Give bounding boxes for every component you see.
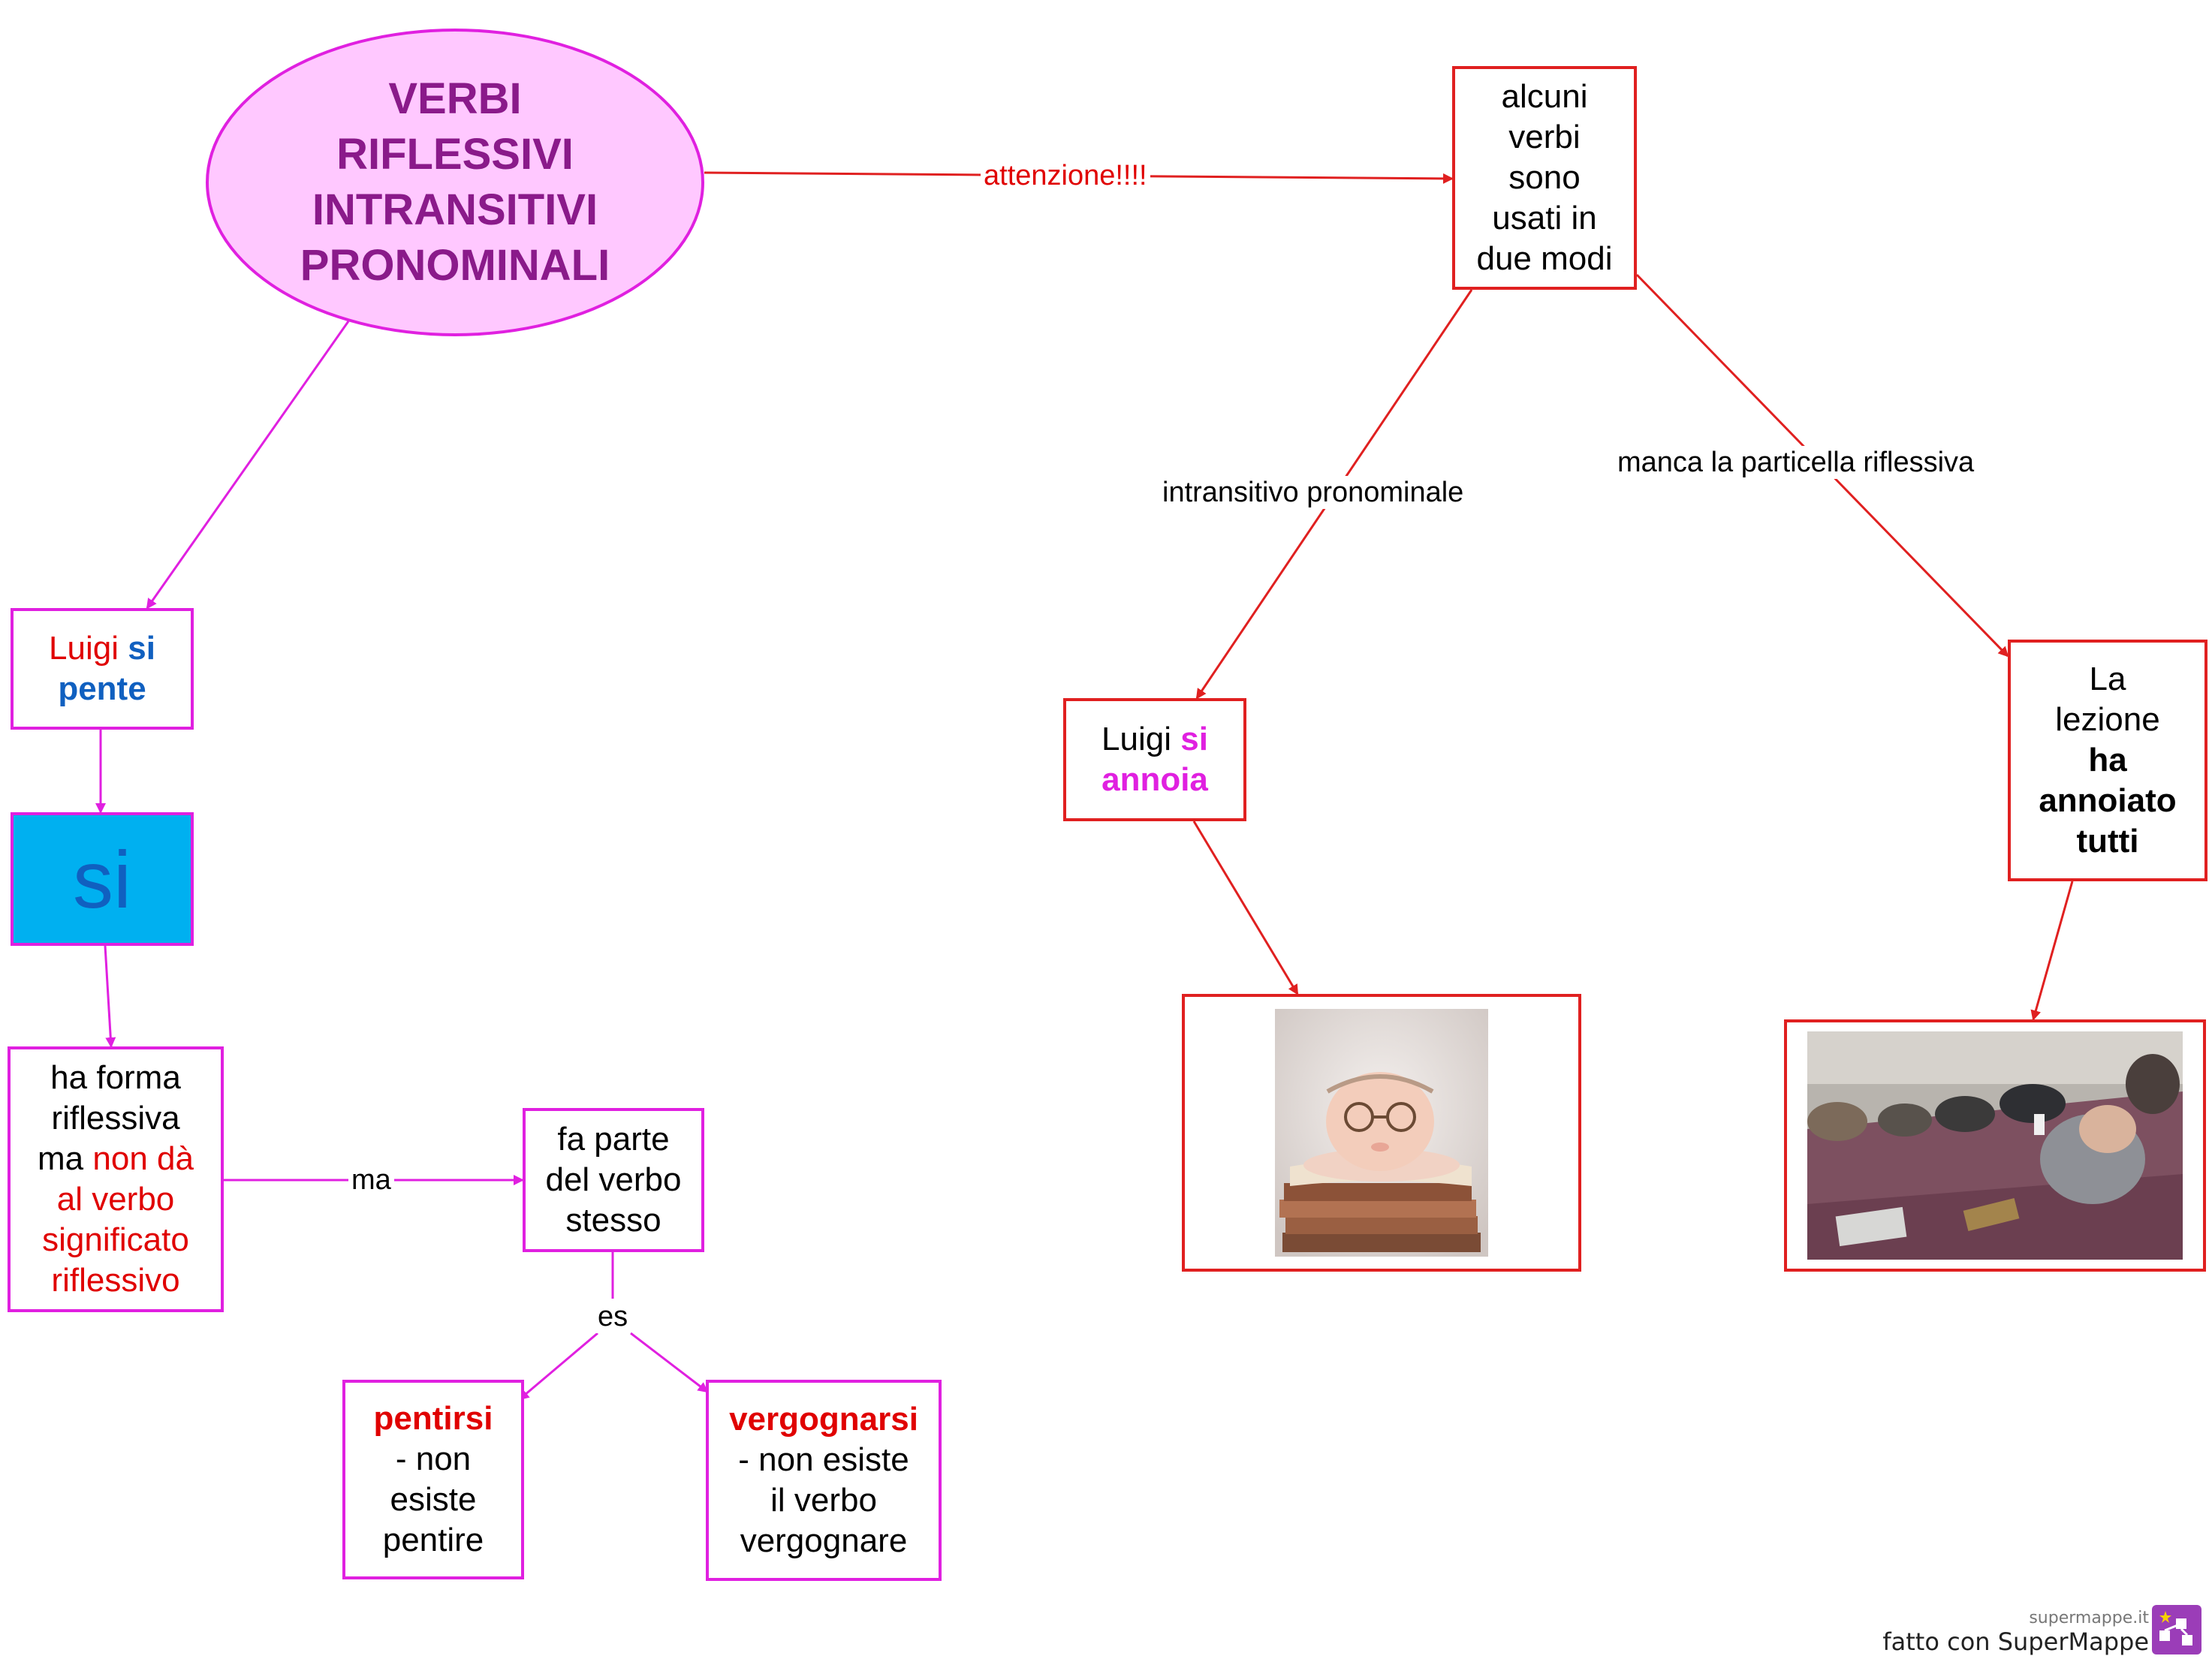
node-si[interactable]: si xyxy=(11,812,194,946)
vergognarsi-line-1: vergognarsi xyxy=(729,1401,918,1438)
node-pentirsi[interactable]: pentirsi - non esiste pentire xyxy=(342,1380,524,1579)
brand-made-with: fatto con SuperMappe xyxy=(1882,1627,2149,1656)
forma-ma: ma xyxy=(38,1140,84,1177)
forma-line-5: significato xyxy=(42,1221,189,1258)
link-title-luigi xyxy=(146,321,350,610)
supermappe-logo-icon[interactable] xyxy=(2152,1605,2201,1654)
modi-line-2: verbi xyxy=(1508,119,1581,155)
node-lezione[interactable]: La lezione ha annoiato tutti xyxy=(2008,640,2207,881)
link-si-forma xyxy=(104,945,116,1048)
si-big-text: si xyxy=(73,833,131,925)
link-annoia-img xyxy=(1192,820,1299,995)
link-es-pentirsi xyxy=(518,1332,598,1401)
lezione-line-1: La xyxy=(2089,661,2126,697)
title-line-2: RIFLESSIVI xyxy=(336,130,574,179)
forma-line-3: ma non dà xyxy=(38,1139,194,1179)
annoia-si: si xyxy=(1180,721,1208,757)
node-vergognarsi[interactable]: vergognarsi - non esiste il verbo vergog… xyxy=(706,1380,942,1581)
vergognarsi-line-4: vergognare xyxy=(740,1522,908,1559)
title-ellipse[interactable]: VERBI RIFLESSIVI INTRANSITIVI PRONOMINAL… xyxy=(206,29,704,336)
node-image-baby[interactable] xyxy=(1182,994,1581,1272)
parte-line-3: stesso xyxy=(565,1202,661,1239)
modi-line-3: sono xyxy=(1508,159,1581,196)
branding: supermappe.it fatto con SuperMappe xyxy=(1882,1609,2149,1656)
forma-non-da: non dà xyxy=(92,1140,194,1177)
forma-line-1: ha forma xyxy=(50,1059,181,1096)
lezione-line-2: lezione xyxy=(2055,701,2160,738)
link-es-vergognarsi xyxy=(630,1332,709,1393)
link-label-es: es xyxy=(595,1300,631,1333)
baby-books-image xyxy=(1275,1009,1488,1257)
vergognarsi-line-3: il verbo xyxy=(770,1482,877,1519)
text-pente: pente xyxy=(58,670,146,707)
annoia-annoia: annoia xyxy=(1101,761,1208,798)
parte-line-2: del verbo xyxy=(545,1161,682,1198)
lezione-line-4: annoiato xyxy=(2039,782,2177,819)
forma-line-4: al verbo xyxy=(56,1181,175,1218)
node-due-modi[interactable]: alcuni verbi sono usati in due modi xyxy=(1452,66,1637,290)
lezione-line-5: tutti xyxy=(2076,823,2139,860)
parte-line-1: fa parte xyxy=(557,1121,670,1158)
node-image-students[interactable] xyxy=(1784,1019,2206,1272)
node-fa-parte[interactable]: fa parte del verbo stesso xyxy=(523,1108,704,1252)
lezione-line-3: ha xyxy=(2088,742,2127,778)
modi-line-5: due modi xyxy=(1476,240,1613,277)
modi-line-4: usati in xyxy=(1492,200,1597,236)
forma-line-6: riflessivo xyxy=(51,1262,180,1299)
sleeping-students-image xyxy=(1807,1031,2183,1260)
vergognarsi-line-2: - non esiste xyxy=(738,1441,909,1478)
pentirsi-line-4: pentire xyxy=(382,1522,484,1558)
text-si: si xyxy=(128,630,155,667)
title-line-3: INTRANSITIVI xyxy=(312,185,598,234)
link-lezione-img xyxy=(2030,881,2074,1021)
logo-glyph xyxy=(2159,1611,2192,1645)
pentirsi-line-2: - non xyxy=(395,1441,472,1477)
node-luigi-annoia[interactable]: Luigi si annoia xyxy=(1063,698,1246,821)
annoia-luigi: Luigi xyxy=(1101,721,1172,757)
title-line-1: VERBI xyxy=(388,74,522,123)
link-label-manca: manca la particella riflessiva xyxy=(1614,446,1978,479)
forma-line-2: riflessiva xyxy=(51,1100,180,1137)
node-forma-riflessiva[interactable]: ha forma riflessiva ma non dà al verbo s… xyxy=(8,1046,224,1312)
node-luigi-pente[interactable]: Luigi si pente xyxy=(11,608,194,730)
link-label-attenzione: attenzione!!!! xyxy=(981,159,1150,192)
title-line-4: PRONOMINALI xyxy=(300,241,610,290)
text-luigi: Luigi xyxy=(49,630,119,667)
link-label-intransitivo: intransitivo pronominale xyxy=(1159,476,1467,509)
pentirsi-line-1: pentirsi xyxy=(373,1400,493,1437)
modi-line-1: alcuni xyxy=(1501,78,1588,115)
link-label-ma: ma xyxy=(348,1164,394,1197)
pentirsi-line-3: esiste xyxy=(390,1481,477,1518)
brand-site: supermappe.it xyxy=(2029,1609,2149,1627)
